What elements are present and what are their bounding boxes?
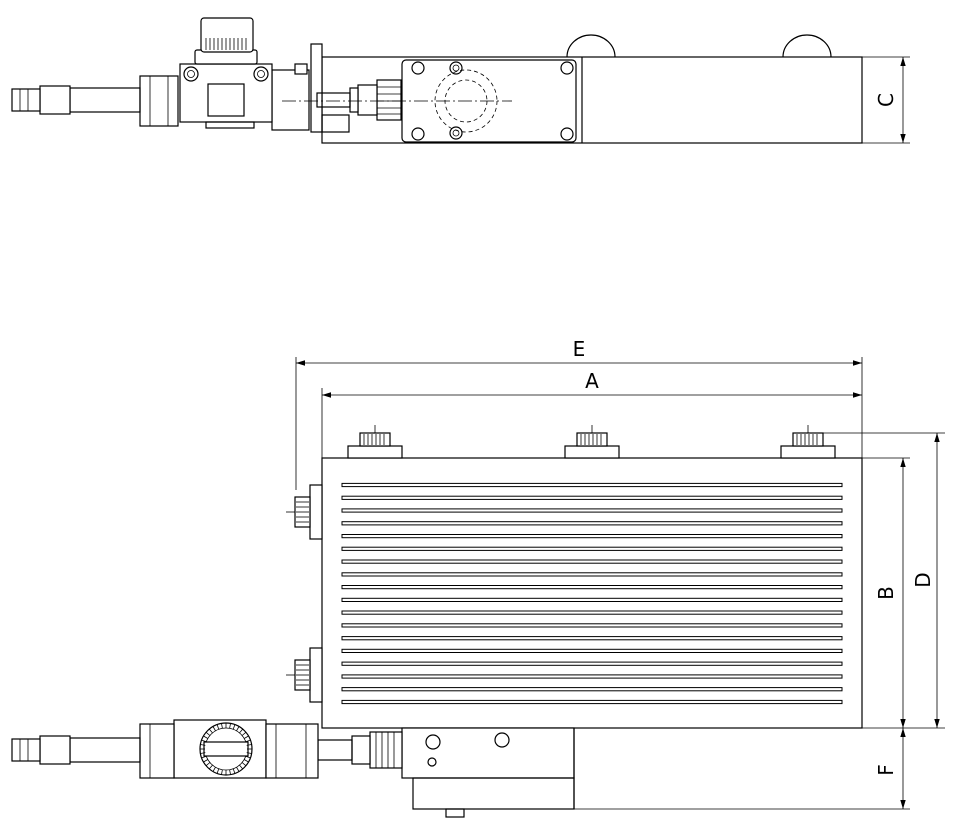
dim-label-b: B <box>874 586 898 600</box>
dim-label-f: F <box>874 764 898 776</box>
dim-label-e: E <box>573 337 586 361</box>
side-flange <box>310 43 323 133</box>
plate-slot <box>341 572 843 577</box>
dim-label-c: C <box>874 93 898 107</box>
plate-slots <box>341 482 843 705</box>
plate-slot <box>341 661 843 666</box>
wheel-left <box>566 34 616 58</box>
hose <box>69 737 141 763</box>
plate-slot <box>341 674 843 679</box>
adjuster-knob-2 <box>564 425 620 459</box>
valve-knob <box>200 17 254 53</box>
plate-slot <box>341 699 843 705</box>
adjuster-knob-1 <box>347 425 403 459</box>
plate-slot <box>341 559 843 564</box>
plate-slot <box>341 508 843 513</box>
plate-slot <box>341 495 843 500</box>
plate-slot <box>341 610 843 615</box>
plate-slot <box>341 597 843 602</box>
side-view: C <box>11 17 910 144</box>
top-view: E A B D F <box>11 337 945 818</box>
plate-slot <box>341 534 843 539</box>
plate-slot <box>341 648 843 653</box>
plate-slot <box>341 585 843 590</box>
wheel-right <box>782 34 832 58</box>
plate-slot <box>341 521 843 526</box>
plate-slot <box>341 636 843 641</box>
adjuster-knob-3 <box>780 425 836 459</box>
plate-slot <box>341 482 843 488</box>
side-quick-coupler <box>11 88 41 112</box>
side-hose <box>69 87 141 113</box>
dim-label-d: D <box>911 572 935 587</box>
plate-slot <box>341 623 843 628</box>
plate-slot <box>341 546 843 551</box>
quick-coupler <box>11 738 41 762</box>
control-block <box>401 727 575 779</box>
dim-label-a: A <box>585 369 599 393</box>
side-valve <box>271 69 310 131</box>
plate-slot <box>341 687 843 692</box>
